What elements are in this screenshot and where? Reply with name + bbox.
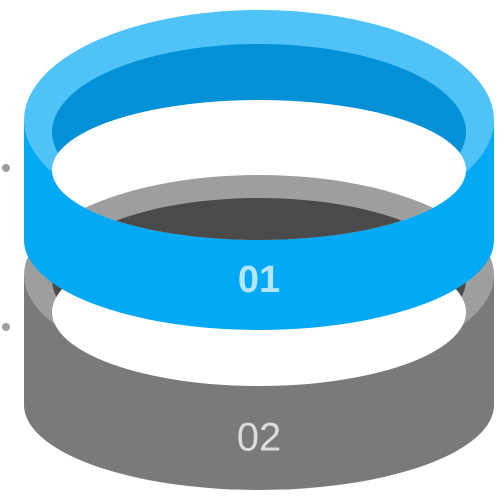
ring-01-label: 01 [238,259,280,301]
ring-02-label: 02 [237,416,282,460]
bullet-marker-2 [2,323,10,331]
bullet-marker-1 [2,164,10,172]
